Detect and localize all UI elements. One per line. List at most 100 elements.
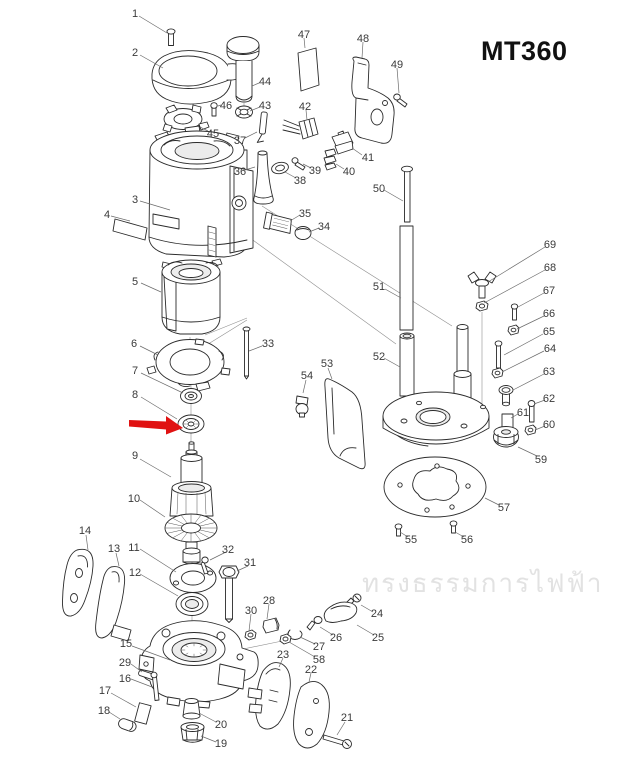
part-9-armature	[169, 441, 214, 517]
part-label-16: 16	[119, 673, 131, 685]
leader-line-47	[303, 37, 306, 49]
part-label-56: 56	[461, 534, 473, 546]
part-label-26: 26	[330, 632, 342, 644]
part-label-65: 65	[543, 326, 555, 338]
leader-line-68	[483, 269, 546, 304]
part-47-label-sheet	[297, 47, 320, 92]
leader-line-56	[454, 531, 465, 538]
leader-line-38	[284, 171, 297, 179]
part-label-24: 24	[371, 608, 383, 620]
leader-line-26	[319, 626, 334, 636]
leader-line-46	[217, 104, 222, 107]
leader-line-18	[108, 711, 121, 720]
part-34-brush-cap	[294, 226, 312, 240]
part-37-pin	[256, 111, 268, 143]
leader-line-36	[244, 166, 256, 171]
leader-line-30	[248, 613, 252, 632]
part-label-7: 7	[132, 365, 138, 377]
leader-line-57	[484, 497, 500, 506]
part-7-washer	[180, 388, 202, 404]
part-12-ball-bearing	[175, 592, 209, 616]
leader-line-11	[139, 548, 177, 573]
leader-line-64	[501, 350, 545, 373]
leader-line-58	[288, 641, 316, 658]
leader-line-34	[308, 227, 320, 233]
part-17-spring	[134, 702, 152, 725]
part-63-adjust-bolt	[498, 385, 514, 407]
part-53-deflector	[324, 378, 366, 470]
part-43-cap	[235, 105, 253, 119]
leader-line-15	[131, 645, 171, 661]
part-2-motor-housing-cap	[151, 50, 243, 105]
part-26-screw	[306, 616, 323, 631]
part-21-bolt	[322, 734, 352, 749]
part-48-handle-bracket	[351, 56, 395, 144]
part-label-22: 22	[305, 664, 317, 676]
part-label-64: 64	[544, 343, 556, 355]
part-label-17: 17	[99, 685, 111, 697]
part-60-nut	[524, 424, 537, 436]
part-label-60: 60	[543, 419, 555, 431]
part-32-screw	[200, 556, 209, 575]
part-label-29: 29	[119, 657, 131, 669]
part-52-router-base	[382, 324, 490, 447]
part-69-wing-bolt	[467, 271, 497, 299]
part-67-screw	[510, 303, 519, 321]
part-56-screw	[449, 520, 458, 534]
part-40-terminal	[323, 148, 337, 171]
part-49-screw	[393, 93, 408, 108]
part-46-screw	[210, 102, 218, 117]
part-label-58: 58	[313, 654, 325, 666]
leader-line-44	[251, 82, 260, 87]
part-24-screw	[344, 593, 362, 608]
part-label-27: 27	[313, 641, 325, 653]
part-label-14: 14	[79, 525, 91, 537]
part-label-46: 46	[220, 100, 232, 112]
leader-line-4	[110, 215, 131, 222]
leader-line-65	[503, 333, 544, 356]
leader-line-2	[139, 54, 164, 69]
part-label-45: 45	[207, 128, 219, 140]
part-35-carbon-brush	[263, 211, 292, 234]
leader-line-60	[534, 425, 546, 431]
leader-line-42	[305, 109, 308, 121]
part-label-8: 8	[132, 389, 138, 401]
part-label-4: 4	[104, 209, 110, 221]
leader-line-51	[384, 288, 402, 299]
part-51-spring	[399, 225, 414, 331]
part-label-18: 18	[98, 705, 110, 717]
part-label-6: 6	[131, 338, 137, 350]
part-44-knob	[226, 36, 260, 103]
part-label-20: 20	[215, 719, 227, 731]
part-18-sleeve	[118, 718, 137, 732]
part-label-12: 12	[129, 567, 141, 579]
leader-line-5	[140, 282, 162, 293]
part-label-2: 2	[132, 47, 138, 59]
part-1-screw	[166, 28, 176, 46]
leader-line-3	[139, 200, 171, 211]
leader-line-20	[198, 712, 217, 723]
leader-line-66	[516, 315, 545, 330]
part-6-insulation-ring	[146, 338, 231, 392]
part-label-21: 21	[341, 712, 353, 724]
leader-line-14	[85, 534, 89, 551]
part-50-stopper-pole	[401, 165, 413, 223]
leader-line-39	[302, 163, 312, 169]
part-41-switch	[331, 130, 354, 155]
leader-line-59	[517, 446, 538, 457]
part-label-61: 61	[517, 407, 529, 419]
part-label-25: 25	[372, 632, 384, 644]
part-3-motor-housing	[148, 125, 254, 258]
part-27-ring	[287, 629, 303, 640]
leader-line-31	[236, 565, 249, 572]
part-label-40: 40	[343, 166, 355, 178]
part-58-nut	[279, 633, 292, 645]
part-59-adjust-knob	[493, 426, 519, 448]
part-68-nut	[475, 300, 489, 312]
callout-labels: 1234567891011121314151617181920212223242…	[79, 8, 556, 750]
part-label-43: 43	[259, 100, 271, 112]
part-label-30: 30	[245, 605, 257, 617]
part-label-3: 3	[132, 194, 138, 206]
